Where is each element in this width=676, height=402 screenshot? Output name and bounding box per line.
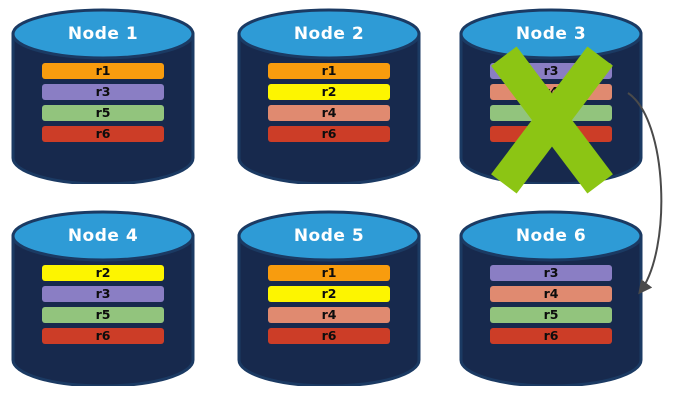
record-list: r3 r4 r5 r6 <box>490 265 612 349</box>
record-list: r1 r3 r5 r6 <box>42 63 164 147</box>
record-bar[interactable]: r1 <box>42 63 164 79</box>
record-bar[interactable]: r6 <box>490 328 612 344</box>
record-bar[interactable]: r6 <box>42 328 164 344</box>
record-bar[interactable]: r5 <box>42 105 164 121</box>
record-bar[interactable]: r4 <box>268 307 390 323</box>
record-bar[interactable]: r6 <box>42 126 164 142</box>
cylinder-top-cap <box>11 210 195 262</box>
record-bar[interactable]: r3 <box>42 84 164 100</box>
cylinder-top-cap <box>237 8 421 60</box>
record-bar[interactable]: r6 <box>490 126 612 142</box>
record-bar[interactable]: r5 <box>490 307 612 323</box>
record-bar[interactable]: r3 <box>490 63 612 79</box>
record-bar[interactable]: r5 <box>42 307 164 323</box>
record-list: r1 r2 r4 r6 <box>268 63 390 147</box>
record-list: r2 r3 r5 r6 <box>42 265 164 349</box>
record-bar[interactable]: r2 <box>42 265 164 281</box>
record-bar[interactable]: r5 <box>490 105 612 121</box>
record-bar[interactable]: r4 <box>490 84 612 100</box>
record-bar[interactable]: r3 <box>42 286 164 302</box>
cylinder-top-cap <box>11 8 195 60</box>
record-bar[interactable]: r6 <box>268 126 390 142</box>
cylinder-top-cap <box>459 210 643 262</box>
record-list: r1 r2 r4 r6 <box>268 265 390 349</box>
cylinder-top-cap <box>459 8 643 60</box>
record-bar[interactable]: r6 <box>268 328 390 344</box>
record-bar[interactable]: r1 <box>268 265 390 281</box>
record-bar[interactable]: r4 <box>490 286 612 302</box>
cylinder-top-cap <box>237 210 421 262</box>
record-bar[interactable]: r4 <box>268 105 390 121</box>
record-bar[interactable]: r2 <box>268 286 390 302</box>
record-list: r3 r4 r5 r6 <box>490 63 612 147</box>
record-bar[interactable]: r1 <box>268 63 390 79</box>
record-bar[interactable]: r3 <box>490 265 612 281</box>
record-bar[interactable]: r2 <box>268 84 390 100</box>
